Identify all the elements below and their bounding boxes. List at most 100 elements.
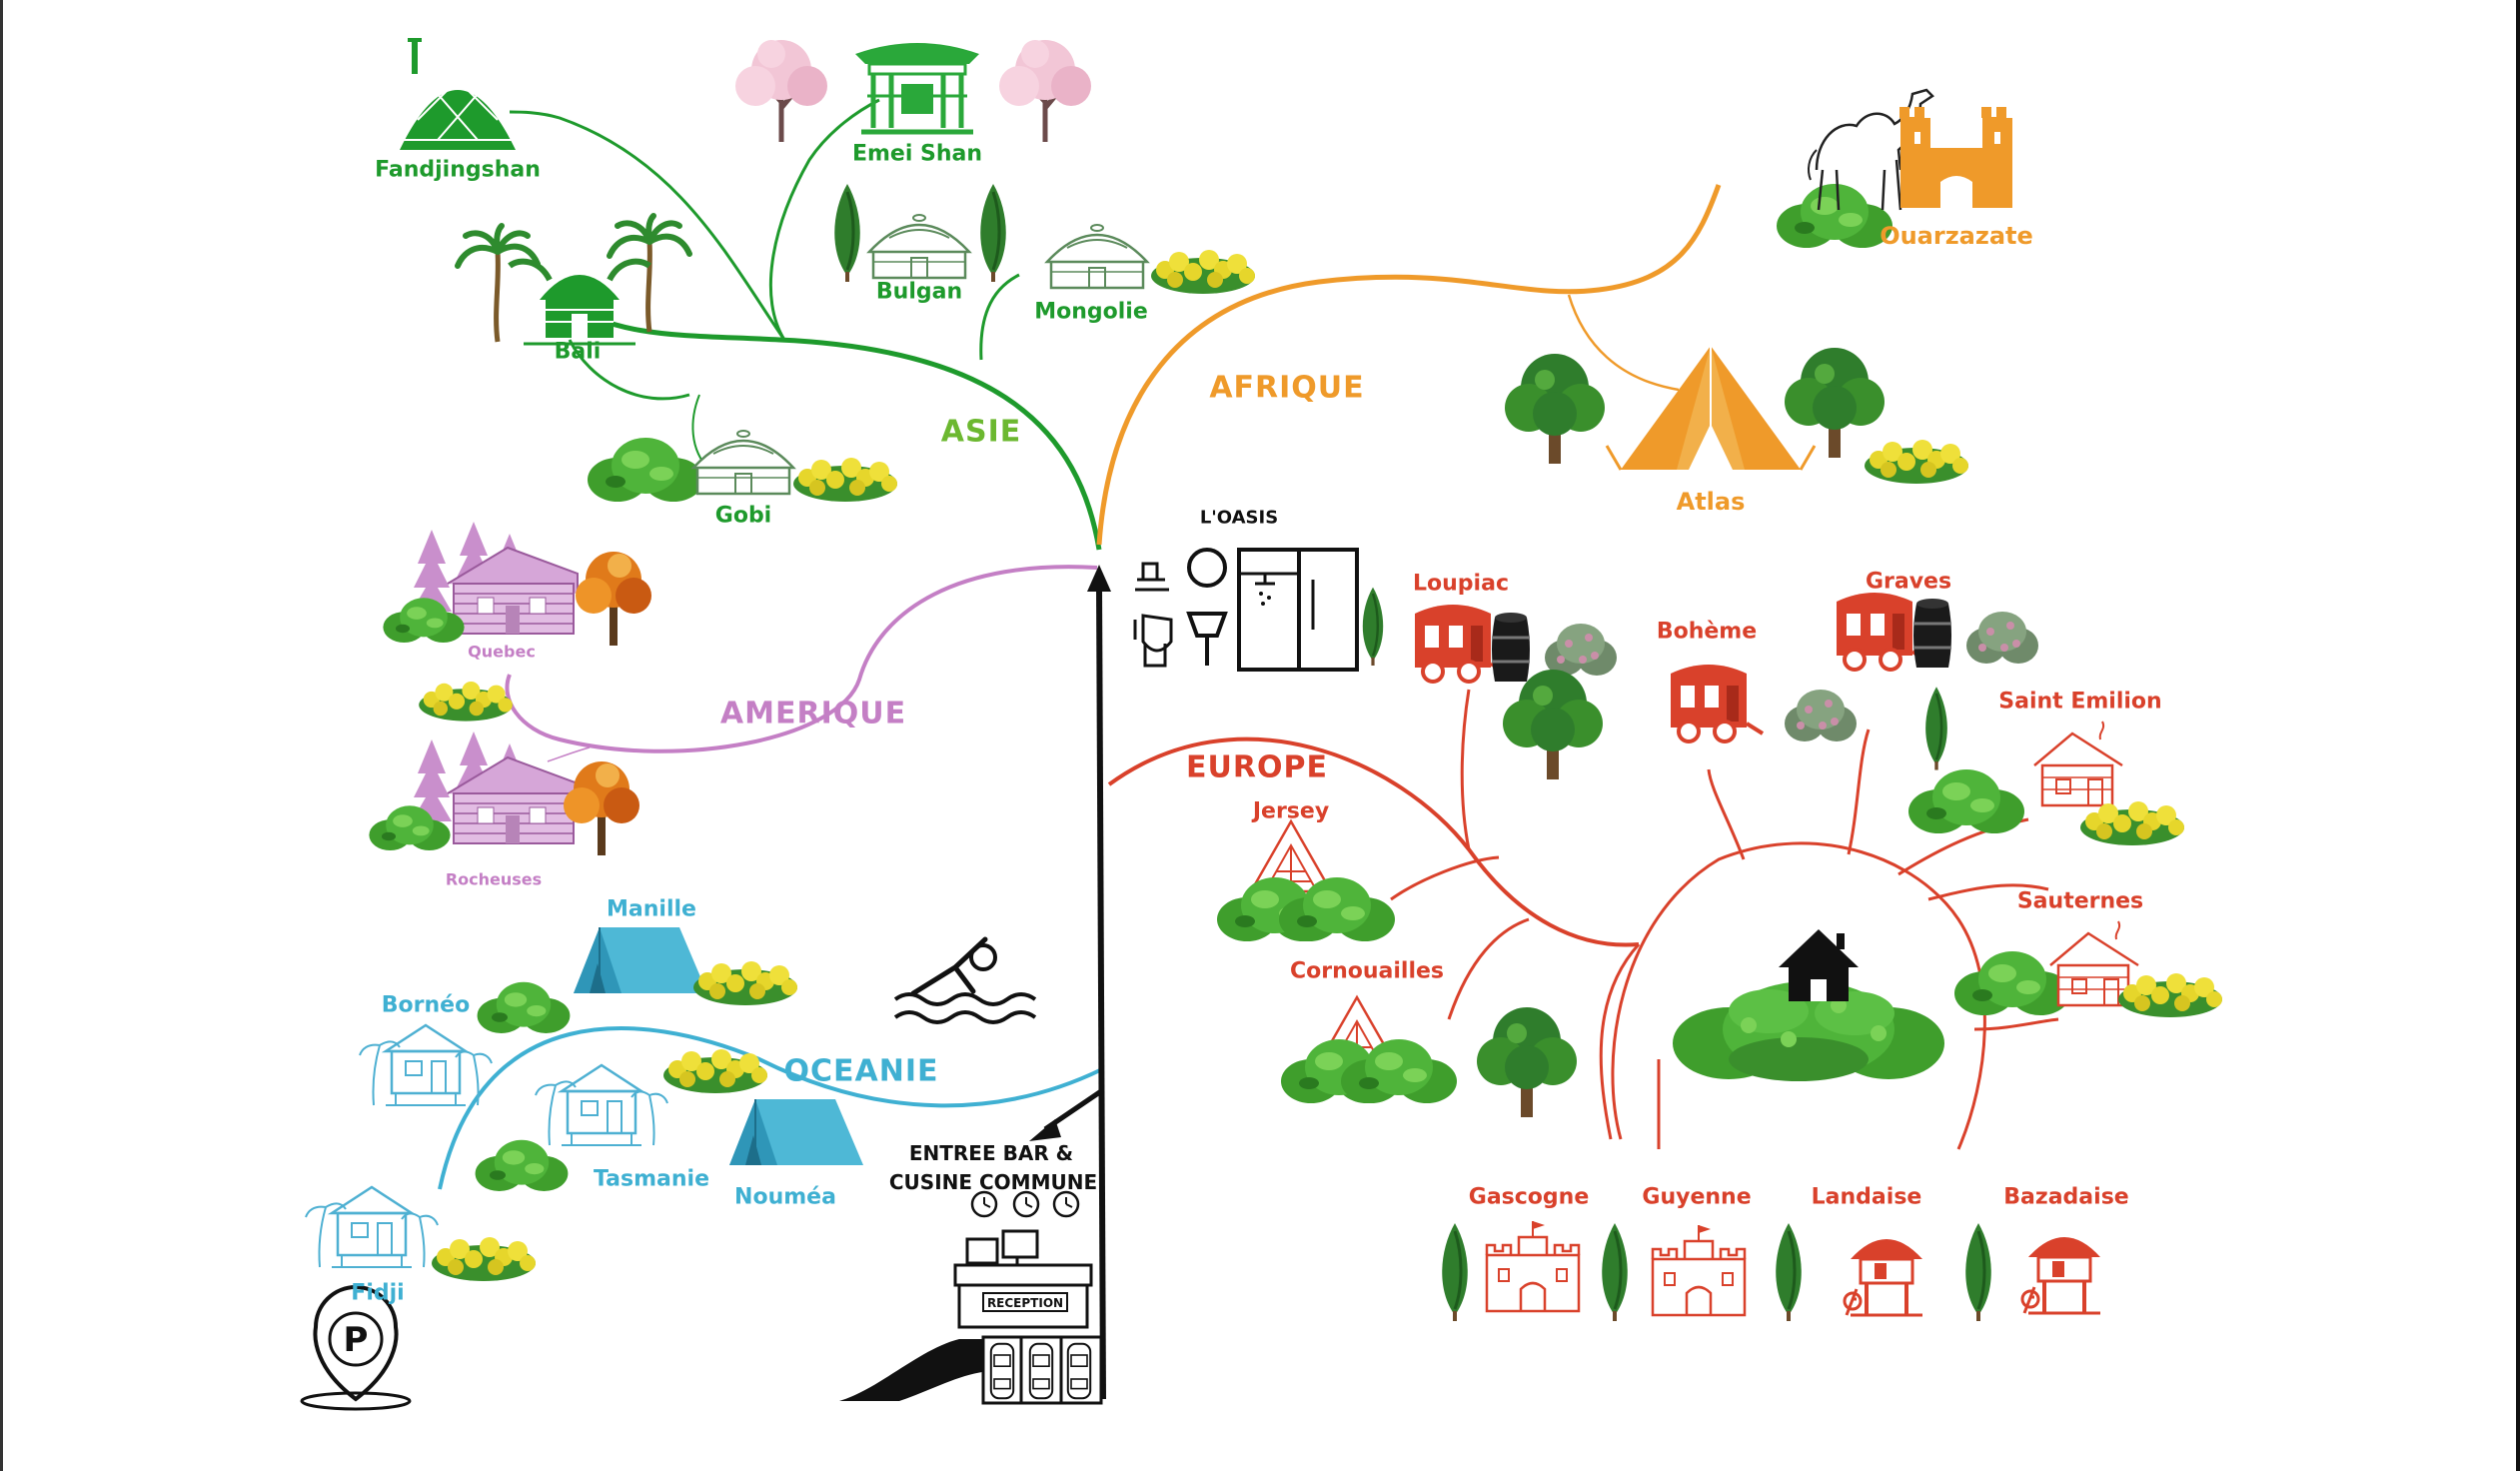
- clock-icon: [1012, 1190, 1040, 1218]
- site-label-manille[interactable]: Manille: [607, 896, 696, 922]
- clock-icon: [1052, 1190, 1080, 1218]
- tent-icon: [573, 926, 708, 994]
- tent-icon: [728, 1098, 864, 1166]
- region-label-amerique: AMERIQUE: [719, 696, 907, 732]
- castle-icon: [1899, 107, 2012, 208]
- site-label-tasmanie[interactable]: Tasmanie: [593, 1166, 710, 1192]
- bush-icon: [1954, 951, 2070, 1015]
- entree-label-line2[interactable]: CUSINE COMMUNE: [888, 1170, 1098, 1194]
- bush-icon: [383, 598, 465, 643]
- beach-hut-icon: [358, 1023, 494, 1107]
- cypress-icon: [978, 182, 1008, 284]
- site-label-quebec[interactable]: Quebec: [468, 642, 536, 662]
- hut-icon: [508, 258, 651, 346]
- treehouse-icon: [1843, 1237, 1924, 1317]
- amerique-branch: [505, 565, 1098, 753]
- clock-icon: [970, 1190, 998, 1218]
- tree-icon: [1477, 1007, 1577, 1117]
- grey-bush-icon: [1545, 624, 1617, 676]
- site-label-cornouailles[interactable]: Cornouailles: [1289, 958, 1445, 984]
- flowers-icon: [1865, 440, 1968, 484]
- region-label-afrique: AFRIQUE: [1209, 370, 1365, 406]
- yurt-icon: [867, 213, 971, 280]
- parking-letter: P: [344, 1320, 369, 1360]
- reception-sign: RECEPTION: [987, 1296, 1063, 1310]
- site-label-boheme[interactable]: Bohème: [1656, 619, 1758, 645]
- bush-icon: [475, 1139, 569, 1191]
- site-label-emei-shan[interactable]: Emei Shan: [851, 141, 983, 167]
- site-label-mongolie[interactable]: Mongolie: [1034, 299, 1148, 325]
- dome-icon: [400, 38, 516, 150]
- region-label-asie: ASIE: [940, 414, 1022, 450]
- site-label-fandjingshan[interactable]: Fandjingshan: [375, 157, 541, 183]
- bush-icon: [1908, 769, 2024, 833]
- palm-tree-icon: [458, 226, 538, 342]
- house-icon: [1779, 929, 1859, 1001]
- region-label-europe: EUROPE: [1186, 749, 1328, 785]
- cherry-tree-icon: [735, 40, 827, 142]
- site-label-saint-emilion[interactable]: Saint Emilion: [1998, 689, 2162, 715]
- bush-icon: [588, 438, 703, 502]
- tree-icon: [1505, 354, 1605, 464]
- asie-icons: [400, 38, 1255, 502]
- bush-icon: [477, 981, 571, 1033]
- cypress-icon: [1440, 1221, 1470, 1323]
- europe-icons: [1217, 591, 2222, 1323]
- region-label-oceanie: OCEANIE: [783, 1053, 939, 1089]
- grey-bush-icon: [1966, 612, 2038, 664]
- cypress-icon: [1361, 586, 1385, 668]
- sanitary-block-icon: [1133, 548, 1359, 672]
- parking-spots: [981, 1335, 1103, 1405]
- right-border: [2516, 0, 2520, 1471]
- site-label-noumea[interactable]: Nouméa: [734, 1184, 836, 1210]
- autumn-tree-icon: [576, 552, 651, 646]
- cypress-icon: [1963, 1221, 1993, 1323]
- autumn-tree-icon: [564, 761, 639, 855]
- grey-bush-icon: [1785, 690, 1857, 741]
- oceanie-icons: P: [300, 926, 1037, 1411]
- car-icon: [989, 1342, 1015, 1400]
- site-label-jersey[interactable]: Jersey: [1252, 798, 1330, 824]
- beach-hut-icon: [304, 1185, 440, 1269]
- site-label-graves[interactable]: Graves: [1865, 569, 1952, 595]
- site-label-gobi[interactable]: Gobi: [714, 503, 772, 529]
- palm-tree-icon: [610, 216, 689, 332]
- camel-icon: [1808, 88, 1934, 211]
- afrique-icons: [1505, 88, 2012, 484]
- site-label-bali[interactable]: Bali: [554, 339, 602, 365]
- treehouse-icon: [2020, 1235, 2102, 1315]
- site-label-bulgan[interactable]: Bulgan: [875, 279, 963, 305]
- site-label-guyenne[interactable]: Guyenne: [1642, 1184, 1752, 1210]
- site-label-gascogne[interactable]: Gascogne: [1468, 1184, 1590, 1210]
- flowers-icon: [793, 458, 897, 502]
- site-label-ouarzazate[interactable]: Ouarzazate: [1880, 222, 2033, 250]
- barrel-icon: [1490, 611, 1532, 684]
- oasis-label[interactable]: L'OASIS: [1199, 507, 1279, 529]
- site-label-fidji[interactable]: Fidji: [351, 1280, 405, 1306]
- cypress-icon: [1600, 1221, 1630, 1323]
- small-castle-icon: [1485, 1219, 1581, 1313]
- site-label-borneo[interactable]: Bornéo: [381, 992, 471, 1018]
- site-label-landaise[interactable]: Landaise: [1811, 1184, 1922, 1210]
- main-path: [1096, 584, 1106, 1400]
- flowers-icon: [419, 682, 513, 722]
- flowers-icon: [693, 961, 797, 1005]
- cherry-tree-icon: [999, 40, 1091, 142]
- site-label-atlas[interactable]: Atlas: [1676, 488, 1746, 516]
- access-road: [839, 1339, 989, 1401]
- entrance-arrow-icon: [1029, 1088, 1103, 1141]
- car-icon: [1066, 1342, 1092, 1400]
- swimmer-icon: [893, 936, 1037, 1024]
- barrel-icon: [1911, 597, 1953, 670]
- site-label-loupiac[interactable]: Loupiac: [1413, 571, 1509, 597]
- site-label-bazadaise[interactable]: Bazadaise: [2003, 1184, 2129, 1210]
- caravan-icon: [1669, 663, 1765, 743]
- site-label-rocheuses[interactable]: Rocheuses: [445, 869, 543, 889]
- site-label-sauternes[interactable]: Sauternes: [2016, 888, 2144, 914]
- flowers-icon: [663, 1049, 767, 1093]
- amerique-icons: [369, 522, 651, 855]
- chalet-icon: [2032, 720, 2124, 807]
- tree-icon: [1785, 348, 1885, 458]
- entree-label-line1[interactable]: ENTREE BAR &: [908, 1141, 1074, 1165]
